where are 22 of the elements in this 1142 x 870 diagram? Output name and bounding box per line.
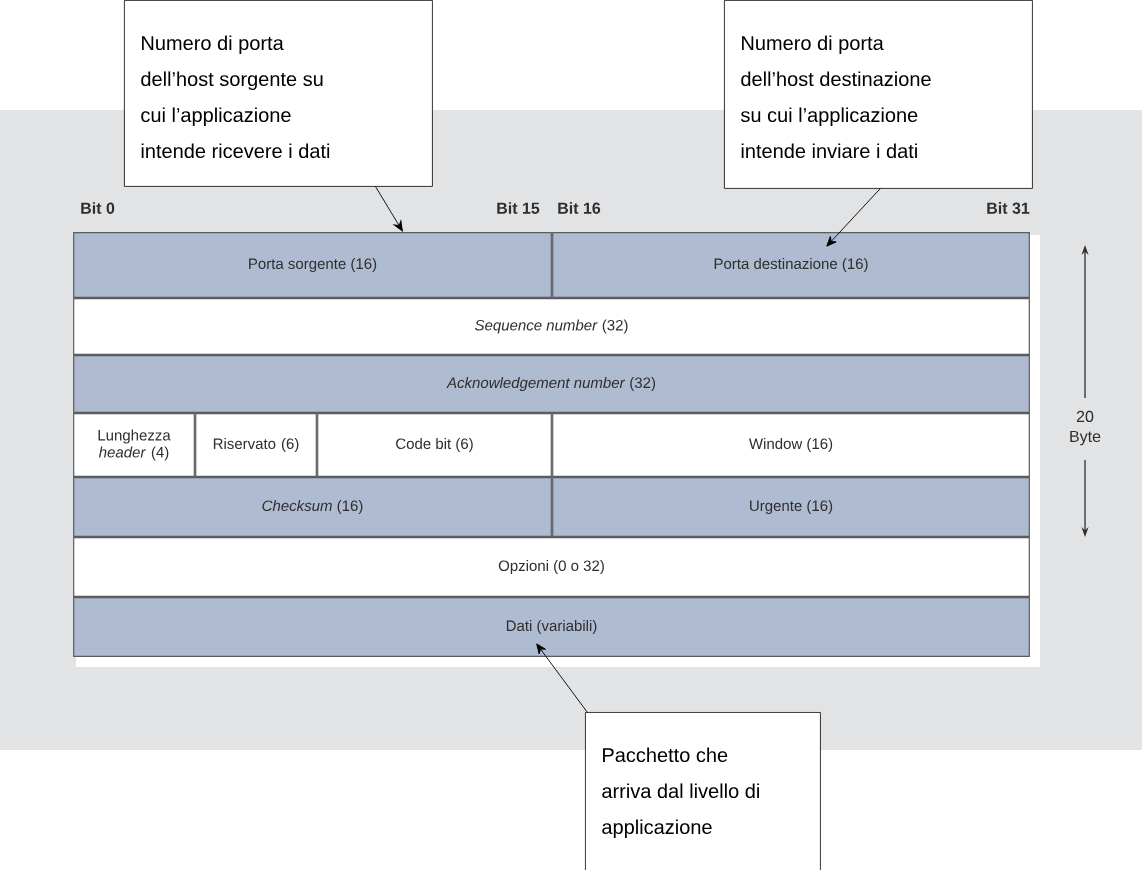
field-cell: Checksum (16) <box>73 477 552 537</box>
callout-box: Numero di porta dell’host sorgente su cui l’applicazione intende ricevere i dati <box>124 0 433 187</box>
callout-box: Numero di porta dell’host destinazione su cui l’applicazione intende inviare i dati <box>724 0 1033 189</box>
field-cell: Sequence number (32) <box>73 298 1030 355</box>
field-cell: Opzioni (0 o 32) <box>73 537 1030 597</box>
field-cell: Urgente (16) <box>552 477 1030 537</box>
field-cell: Riservato (6) <box>195 413 317 477</box>
leader-arrow <box>374 185 403 232</box>
field-cell: Acknowledgement number (32) <box>73 355 1030 413</box>
bit-label: Bit 0 <box>81 202 115 214</box>
leader-arrow <box>536 643 588 713</box>
dimension-label: 20 Byte <box>1070 410 1101 446</box>
leader-arrow <box>826 187 881 247</box>
bit-label: Bit 31 <box>987 202 1030 214</box>
bit-label: Bit 16 <box>558 202 601 214</box>
callout-box: Pacchetto che arriva dal livello di applicazione <box>585 712 821 870</box>
field-cell: Dati (variabili) <box>73 597 1030 657</box>
bit-label: Bit 15 <box>497 202 540 214</box>
field-cell: Porta sorgente (16) <box>73 232 552 298</box>
field-cell: Porta destinazione (16) <box>552 232 1030 298</box>
field-cell: Lunghezza header (4) <box>73 413 195 477</box>
field-cell: Code bit (6) <box>317 413 552 477</box>
